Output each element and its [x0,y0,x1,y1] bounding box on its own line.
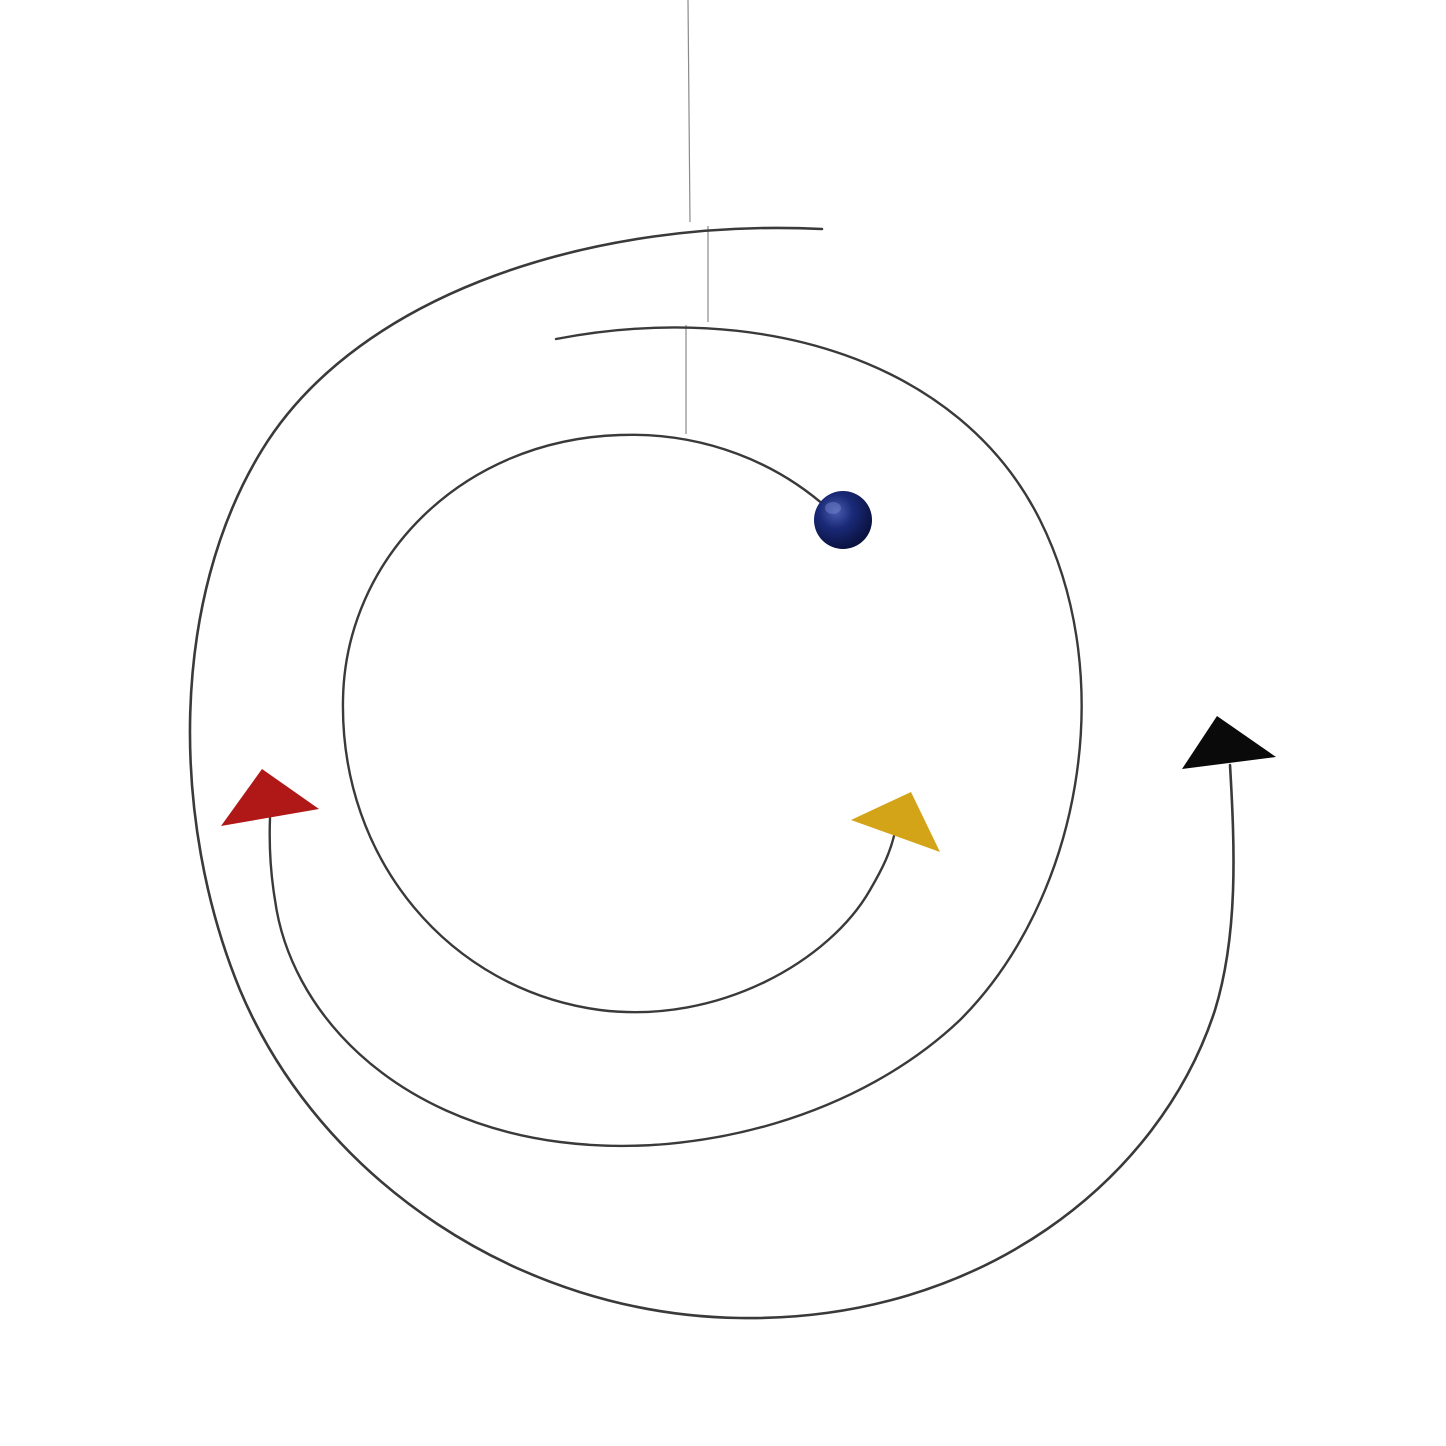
yellow-triangle [851,792,940,852]
blue-ball [814,491,872,549]
black-triangle [1182,716,1276,769]
top-suspension-string [687,0,691,223]
red-triangle [221,769,319,826]
outer-spiral-wire [188,226,1235,1320]
inner-spiral-wire [341,433,896,1014]
middle-spiral-wire [268,326,1083,1148]
ball-highlight [825,502,841,514]
